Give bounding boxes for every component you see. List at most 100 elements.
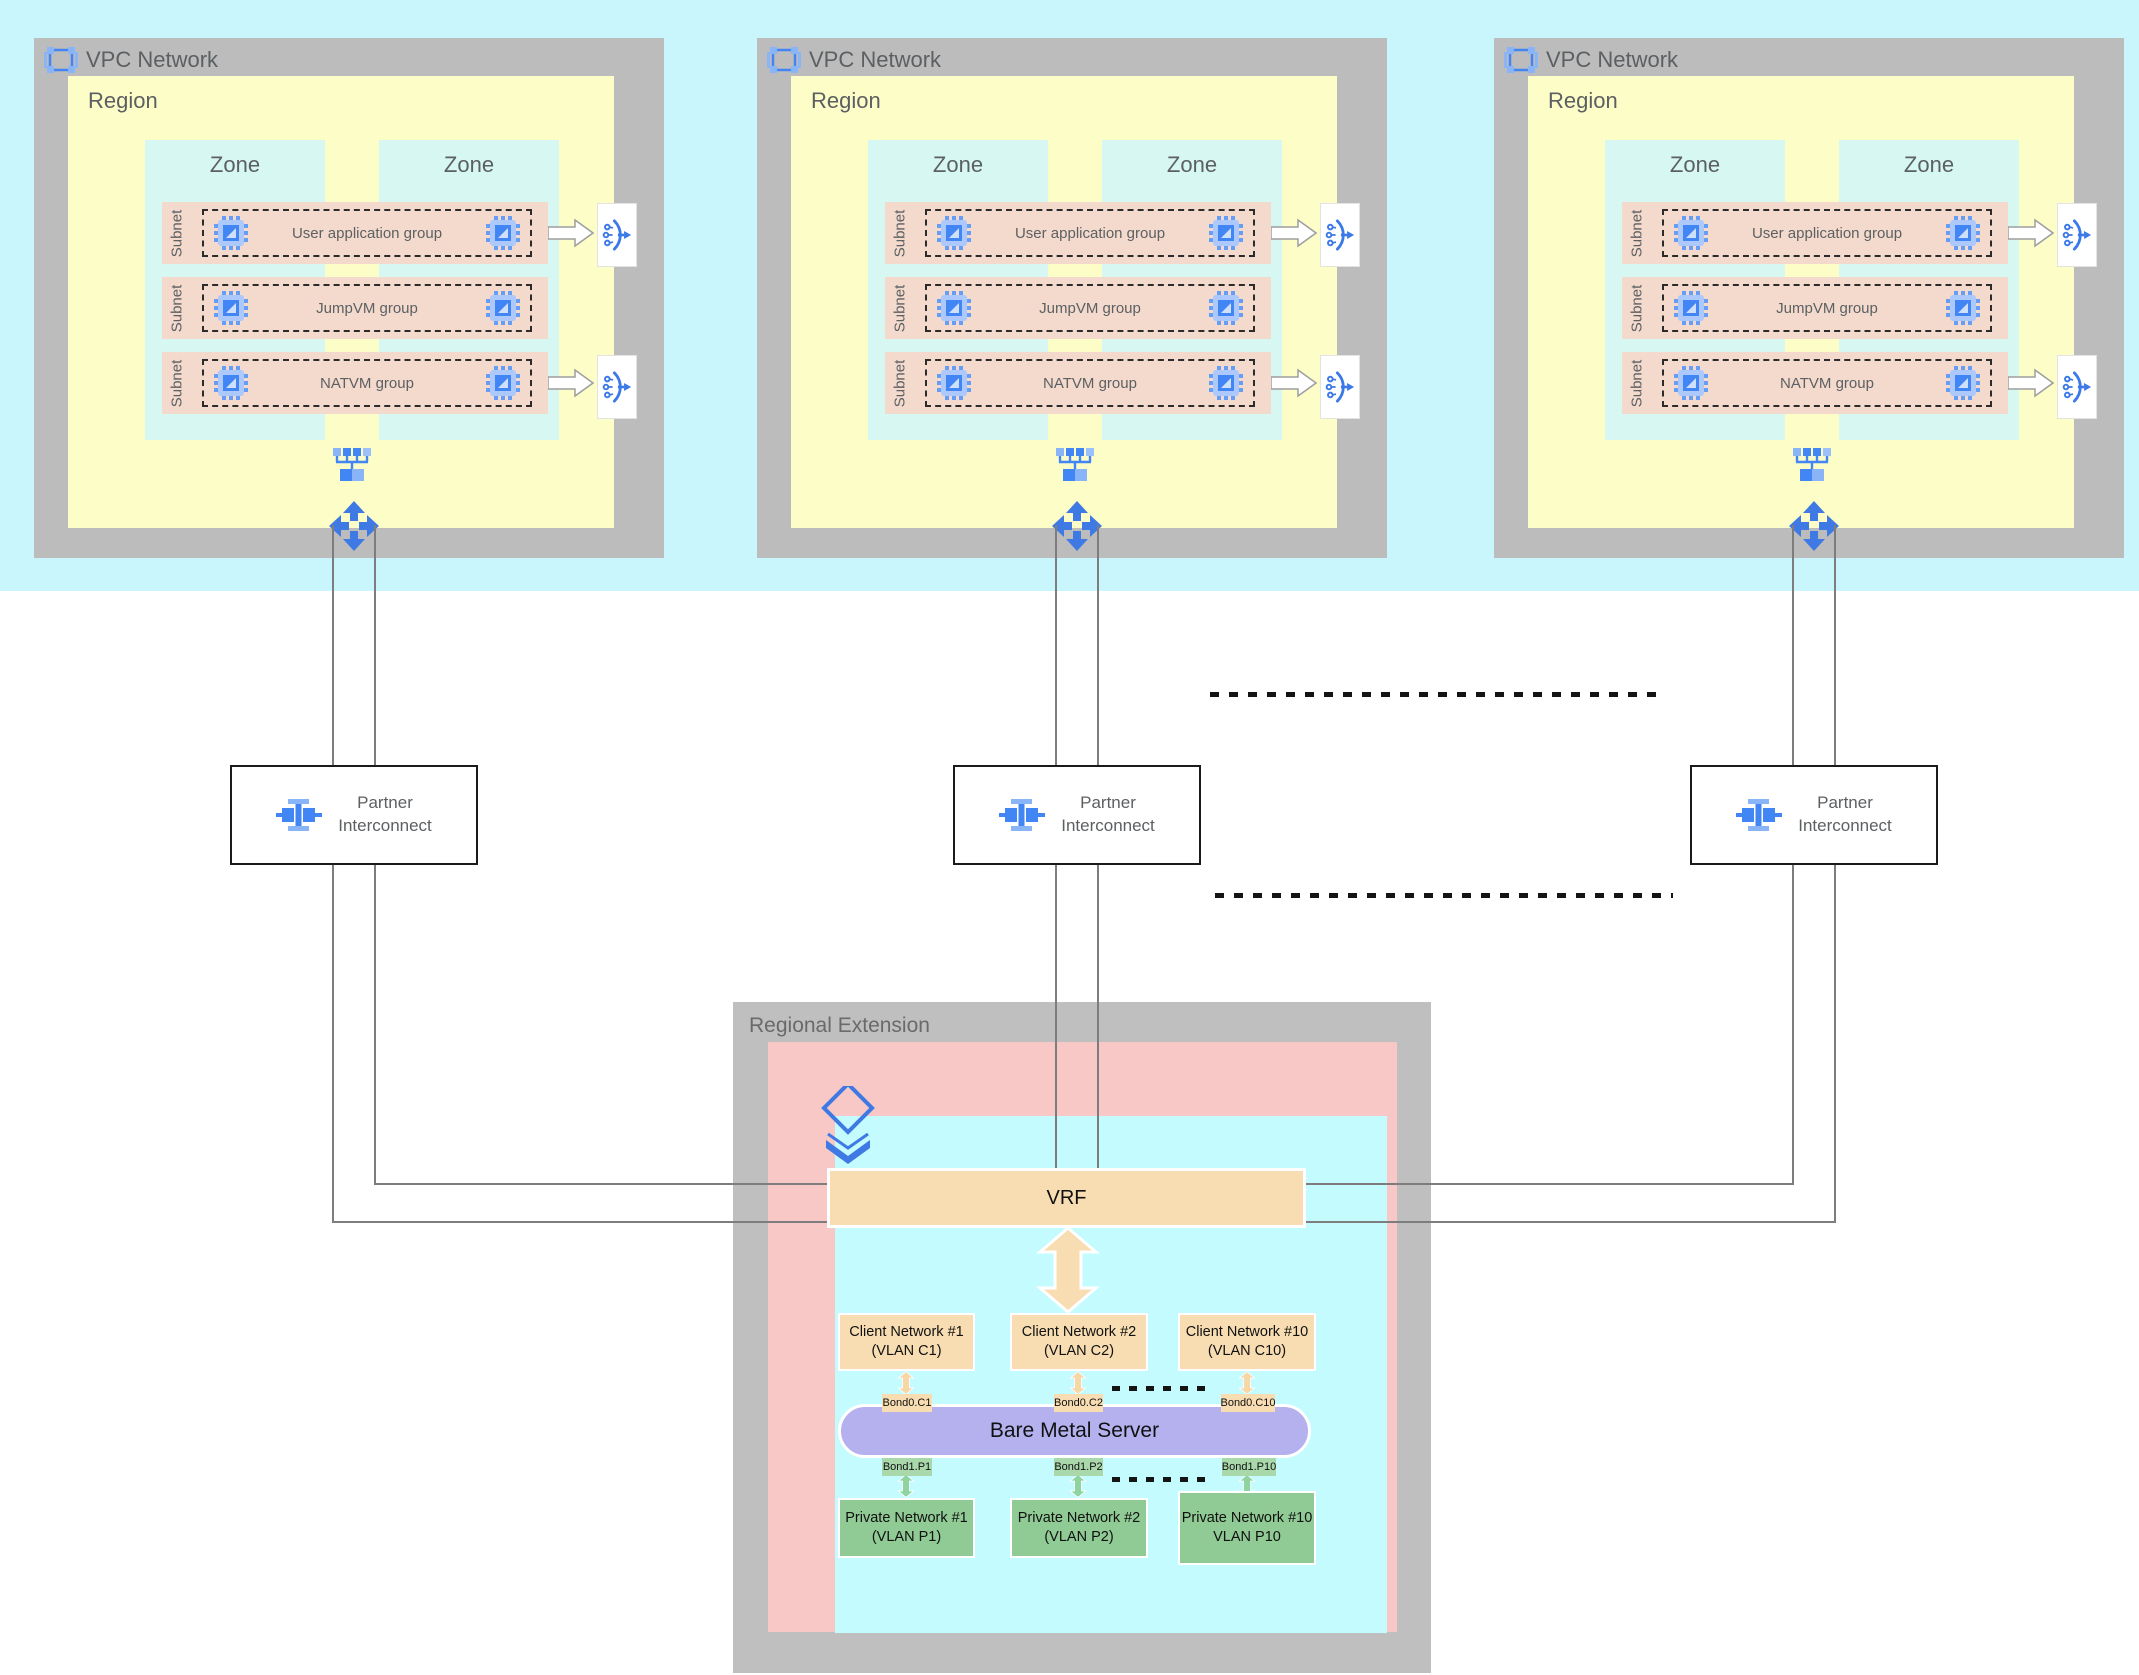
compute-engine-icon [1674,366,1708,400]
connector-line [1306,1221,1836,1223]
client-network-name: Client Network #1 [849,1323,964,1340]
load-balancer-icon [602,369,632,405]
zone-label: Zone [1166,152,1218,177]
region-label: Region [1548,88,1618,113]
load-balancer-icon [602,217,632,253]
bare-metal-server-node: Bare Metal Server [838,1404,1311,1458]
vpc-icon [767,46,801,74]
pi-label-line2: Interconnect [1061,816,1155,835]
group-label: JumpVM group [1776,299,1878,317]
block-arrow-icon [1271,218,1317,248]
subnet-label: Subnet [1628,209,1646,257]
private-network-node: Private Network #10 VLAN P10 [1178,1491,1316,1565]
client-network-vlan: (VLAN C2) [1043,1343,1115,1359]
zone-label: Zone [209,152,261,177]
subnet-row: Subnet NATVM group [885,352,1271,414]
bond-label: Bond0.C10 [1220,1394,1276,1412]
subnet-label: Subnet [1628,284,1646,332]
continuation-dots [1210,692,1666,697]
group-label: User application group [291,224,443,242]
group-label: User application group [1014,224,1166,242]
instance-group-box: NATVM group [925,359,1255,407]
double-arrow-icon [1068,1474,1088,1498]
vrf-node: VRF [827,1168,1306,1228]
subnet-row: Subnet User application group [1622,202,2008,264]
client-network-vlan: (VLAN C10) [1207,1343,1287,1359]
connector-line [374,1183,829,1185]
cloud-router-icon [1051,500,1103,552]
load-balancer-icon [1325,217,1355,253]
private-network-vlan: (VLAN P1) [871,1529,942,1545]
pi-label-line1: Partner [1817,793,1873,813]
compute-engine-icon [1209,366,1243,400]
private-network-name: Private Network #2 [1017,1509,1141,1526]
vpc-network-block-3: VPC Network Region Zone Zone Subnet User… [1494,38,2124,558]
zone-label: Zone [443,152,495,177]
vpc-icon [1504,46,1538,74]
compute-engine-icon [937,216,971,250]
private-network-node: Private Network #1 (VLAN P1) [838,1498,975,1558]
network-switch-icon [1056,448,1094,482]
group-label: JumpVM group [316,299,418,317]
network-switch-icon [333,448,371,482]
load-balancer-icon [1325,369,1355,405]
continuation-dots [1112,1386,1210,1391]
block-arrow-icon [548,218,594,248]
client-network-name: Client Network #10 [1185,1323,1309,1340]
compute-engine-icon [1946,216,1980,250]
network-switch-icon [1793,448,1831,482]
compute-engine-icon [937,291,971,325]
compute-engine-icon [214,216,248,250]
block-arrow-icon [1271,368,1317,398]
connector-line [332,1221,829,1223]
client-network-node: Client Network #1 (VLAN C1) [838,1313,975,1371]
region-box: Region Zone Zone Subnet User application… [791,76,1337,528]
continuation-dots [1215,893,1673,898]
connector-line [332,525,334,1223]
vpc-title: VPC Network [809,47,942,72]
vpc-title: VPC Network [1546,47,1679,72]
compute-engine-icon [1209,291,1243,325]
subnet-label: Subnet [891,209,909,257]
load-balancer-node [1320,203,1360,267]
subnet-row: Subnet NATVM group [1622,352,2008,414]
connector-line [1834,525,1836,1223]
group-label: NATVM group [1780,374,1874,392]
region-box: Region Zone Zone Subnet User application… [1528,76,2074,528]
subnet-label: Subnet [168,359,186,407]
instance-group-box: User application group [925,209,1255,257]
private-network-node: Private Network #2 (VLAN P2) [1010,1498,1148,1558]
group-label: NATVM group [320,374,414,392]
load-balancer-node [597,203,637,267]
region-box: Region Zone Zone Subnet User application… [68,76,614,528]
double-arrow-icon [1068,1371,1088,1395]
partner-interconnect-icon [276,797,322,833]
subnet-label: Subnet [891,284,909,332]
block-arrow-icon [548,368,594,398]
bond-label: Bond1.P2 [1054,1458,1103,1476]
subnet-label: Subnet [168,209,186,257]
instance-group-box: JumpVM group [202,284,532,332]
cloud-router-icon [328,500,380,552]
load-balancer-node [2057,203,2097,267]
client-network-node: Client Network #10 (VLAN C10) [1178,1313,1316,1371]
zone-label: Zone [1903,152,1955,177]
pi-label-line1: Partner [357,793,413,813]
regional-extension-title: Regional Extension [749,1014,930,1037]
instance-group-box: NATVM group [202,359,532,407]
bond-label: Bond1.P10 [1222,1458,1276,1476]
private-network-name: Private Network #1 [845,1509,968,1526]
compute-engine-icon [486,291,520,325]
partner-interconnect-icon [999,797,1045,833]
continuation-dots [1112,1477,1210,1482]
block-arrow-icon [2008,218,2054,248]
load-balancer-icon [2062,369,2092,405]
instance-group-box: JumpVM group [1662,284,1992,332]
double-arrow-icon [896,1474,916,1498]
bond-label: Bond0.C2 [1054,1394,1103,1412]
vpc-icon [44,46,78,74]
